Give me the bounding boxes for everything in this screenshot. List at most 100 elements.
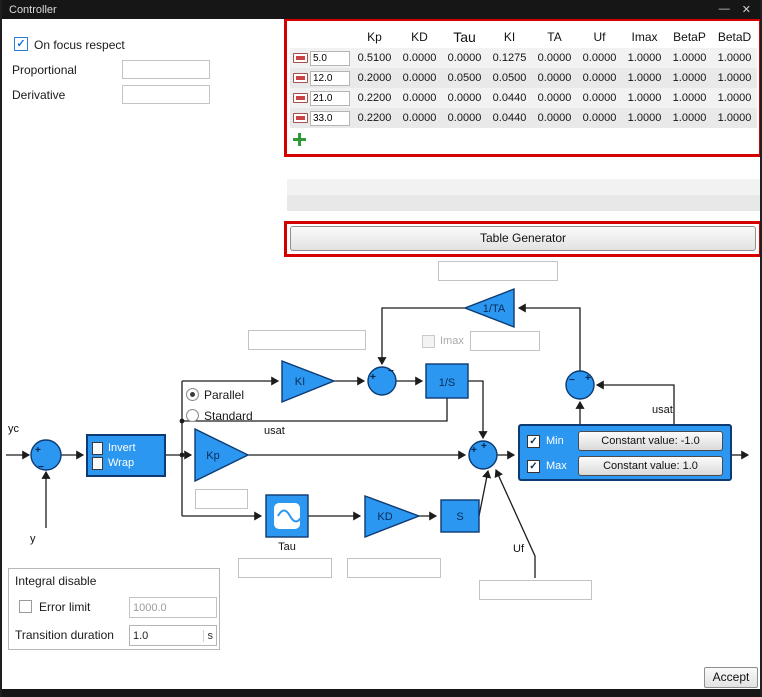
close-icon[interactable]: ✕ [741, 4, 751, 16]
minimize-icon[interactable]: — [718, 3, 730, 15]
cell[interactable]: 0.0000 [537, 112, 572, 124]
invert-wrap-block[interactable]: Invert Wrap [86, 434, 166, 477]
cell[interactable]: 1.0000 [672, 112, 707, 124]
min-checkbox[interactable]: ✓ [527, 434, 540, 448]
error-limit-input[interactable] [129, 597, 217, 618]
column-header: TA [547, 30, 562, 44]
ki-gain-block[interactable] [281, 359, 336, 404]
imax-input[interactable] [470, 331, 540, 351]
cell[interactable]: 0.0000 [582, 112, 617, 124]
cell[interactable]: 1.0000 [627, 112, 662, 124]
cell[interactable]: 1.0000 [717, 52, 752, 64]
proportional-input[interactable] [122, 60, 210, 79]
cell[interactable]: 1.0000 [717, 92, 752, 104]
cell[interactable]: 0.0000 [537, 92, 572, 104]
max-checkbox[interactable]: ✓ [527, 459, 540, 473]
inv-ta-gain-block[interactable] [463, 287, 515, 329]
cell[interactable]: 0.0000 [447, 112, 482, 124]
ta-parameter-input[interactable] [438, 261, 558, 281]
derivative-input[interactable] [122, 85, 210, 104]
table-generator-button[interactable]: Table Generator [290, 226, 756, 251]
on-focus-respect-checkbox[interactable]: ✓ [14, 37, 28, 51]
column-header: Uf [593, 30, 606, 44]
cell[interactable]: 1.0000 [627, 72, 662, 84]
remove-row-button[interactable] [292, 53, 308, 63]
error-sum-junction[interactable] [30, 439, 62, 471]
row-key-input[interactable] [310, 110, 350, 126]
row-key-input[interactable] [310, 50, 350, 66]
cell[interactable]: 1.0000 [672, 92, 707, 104]
cell[interactable]: 0.0000 [537, 52, 572, 64]
usat-signal-label: usat [652, 404, 673, 416]
transition-duration-label: Transition duration [15, 628, 114, 642]
row-key-input[interactable] [310, 90, 350, 106]
remove-row-button[interactable] [292, 93, 308, 103]
invert-checkbox[interactable] [92, 441, 103, 455]
cell[interactable]: 0.0000 [447, 52, 482, 64]
gain-table: Kp KD Tau KI TA Uf Imax BetaP BetaD 0.51… [290, 26, 757, 148]
cell[interactable]: 1.0000 [672, 52, 707, 64]
row-key-input[interactable] [310, 70, 350, 86]
cell[interactable]: 1.0000 [627, 92, 662, 104]
cell[interactable]: 0.0000 [582, 92, 617, 104]
transition-duration-input[interactable]: 1.0 s [129, 625, 217, 646]
column-header: Imax [631, 30, 658, 44]
plus-sign: + [471, 445, 477, 456]
standard-radio[interactable] [186, 409, 199, 422]
cell[interactable]: 0.0000 [537, 72, 572, 84]
uf-parameter-input[interactable] [479, 580, 592, 600]
cell[interactable]: 0.2200 [357, 92, 392, 104]
kp-gain-block[interactable] [194, 427, 250, 483]
error-limit-checkbox[interactable] [19, 600, 32, 613]
wire-junction [179, 418, 185, 424]
cell[interactable]: 1.0000 [627, 52, 662, 64]
wrap-label: Wrap [108, 457, 135, 469]
yc-signal-label: yc [8, 423, 20, 435]
ki-parameter-input[interactable] [248, 330, 366, 350]
cell[interactable]: 0.0440 [492, 112, 527, 124]
remove-row-button[interactable] [292, 73, 308, 83]
integrator-block[interactable] [425, 363, 469, 399]
cell[interactable]: 0.0500 [492, 72, 527, 84]
cell[interactable]: 0.0000 [402, 52, 437, 64]
s-label: S [456, 511, 463, 523]
max-constant-button[interactable]: Constant value: 1.0 [578, 456, 723, 476]
cell[interactable]: 0.0000 [582, 52, 617, 64]
output-sum-junction[interactable] [468, 440, 498, 470]
tau-parameter-input[interactable] [238, 558, 332, 578]
imax-checkbox[interactable] [422, 335, 435, 348]
cell[interactable]: 0.2200 [357, 112, 392, 124]
ki-label: KI [295, 376, 305, 388]
y-signal-label: y [30, 533, 36, 545]
cell[interactable]: 0.0000 [582, 72, 617, 84]
derivative-s-block[interactable] [440, 499, 480, 533]
integrator-sum-junction[interactable] [367, 366, 397, 396]
column-header: BetaD [717, 30, 752, 44]
min-constant-button[interactable]: Constant value: -1.0 [578, 431, 723, 451]
tau-label: Tau [278, 541, 296, 553]
parallel-radio[interactable] [186, 388, 199, 401]
cell[interactable]: 0.0000 [402, 92, 437, 104]
kd-parameter-input[interactable] [347, 558, 441, 578]
cell[interactable]: 0.1275 [492, 52, 527, 64]
accept-button[interactable]: Accept [704, 667, 758, 688]
cell[interactable]: 1.0000 [672, 72, 707, 84]
kp-parameter-input[interactable] [195, 489, 248, 509]
transition-duration-value[interactable]: 1.0 [133, 629, 149, 642]
cell[interactable]: 0.0000 [402, 72, 437, 84]
inv-ta-label: 1/TA [483, 303, 506, 315]
cell[interactable]: 1.0000 [717, 72, 752, 84]
add-row-button[interactable] [293, 132, 306, 146]
wrap-checkbox[interactable] [92, 456, 103, 470]
cell[interactable]: 0.5100 [357, 52, 392, 64]
kd-gain-block[interactable] [364, 494, 421, 539]
cell[interactable]: 0.0440 [492, 92, 527, 104]
cell[interactable]: 0.0000 [402, 112, 437, 124]
remove-row-button[interactable] [292, 113, 308, 123]
antiwindup-sum-junction[interactable] [565, 370, 595, 400]
cell[interactable]: 0.0000 [447, 92, 482, 104]
cell[interactable]: 0.2000 [357, 72, 392, 84]
cell[interactable]: 0.0500 [447, 72, 482, 84]
cell[interactable]: 1.0000 [717, 112, 752, 124]
